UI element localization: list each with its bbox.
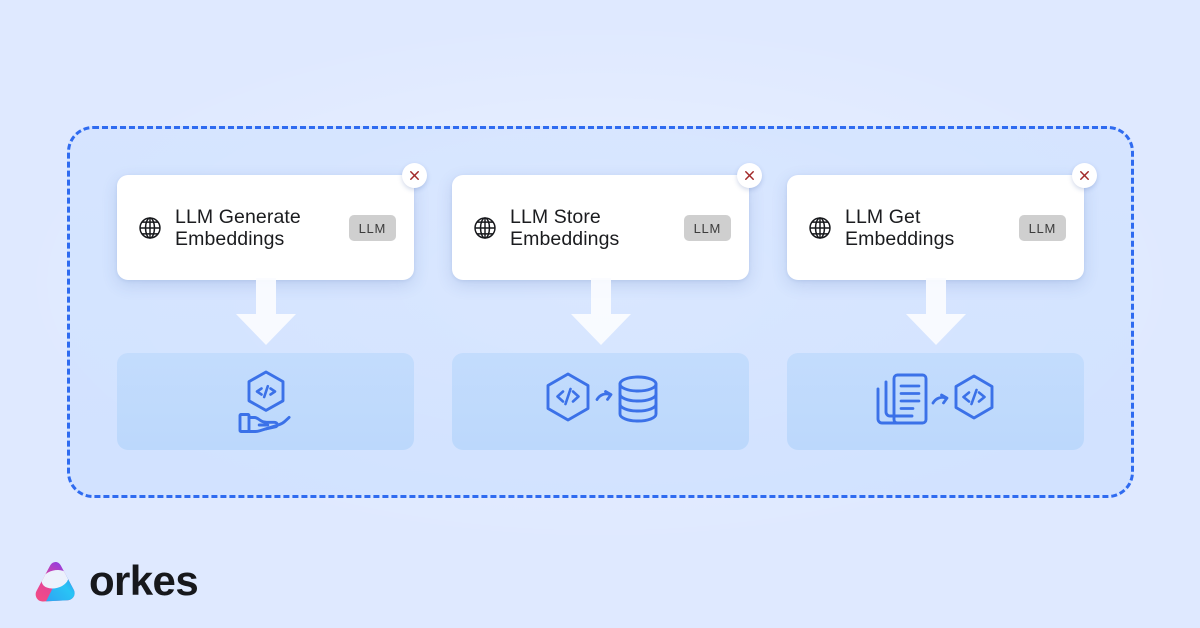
task-title: LLM Get Embeddings — [845, 205, 955, 250]
task-card-llm-generate-embeddings[interactable]: LLM Generate Embeddings LLM — [117, 163, 427, 280]
workflow-columns: LLM Generate Embeddings LLM — [117, 163, 1097, 450]
logo-wordmark: orkes — [89, 557, 199, 604]
workflow-column-1: LLM Generate Embeddings LLM — [117, 163, 427, 450]
icon-panel-generate-embeddings — [117, 353, 414, 450]
orkes-logo: orkes — [33, 557, 199, 605]
globe-icon — [474, 216, 496, 239]
workflow-column-2: LLM Store Embeddings LLM — [452, 163, 762, 450]
task-title: LLM Store Embeddings — [510, 205, 620, 250]
task-title: LLM Generate Embeddings — [175, 205, 301, 250]
workflow-column-3: LLM Get Embeddings LLM — [787, 163, 1097, 450]
globe-icon — [139, 216, 161, 239]
connector-arrow-3 — [787, 278, 1084, 348]
task-card-llm-get-embeddings[interactable]: LLM Get Embeddings LLM — [787, 163, 1097, 280]
close-icon[interactable] — [737, 163, 762, 188]
task-type-badge: LLM — [683, 214, 731, 241]
globe-icon — [809, 216, 831, 239]
code-hexagon-to-database-icon — [546, 372, 657, 422]
close-icon[interactable] — [402, 163, 427, 188]
hand-holding-code-hexagon-icon — [238, 370, 291, 433]
connector-arrow-2 — [452, 278, 749, 348]
icon-panel-store-embeddings — [452, 353, 749, 450]
orkes-logo-mark-icon — [35, 562, 75, 602]
close-icon[interactable] — [1072, 163, 1097, 188]
documents-to-code-hexagon-icon — [876, 373, 993, 424]
task-card-llm-store-embeddings[interactable]: LLM Store Embeddings LLM — [452, 163, 762, 280]
connector-arrow-1 — [117, 278, 414, 348]
icon-panel-get-embeddings — [787, 353, 1084, 450]
task-type-badge: LLM — [1018, 214, 1066, 241]
task-type-badge: LLM — [348, 214, 396, 241]
